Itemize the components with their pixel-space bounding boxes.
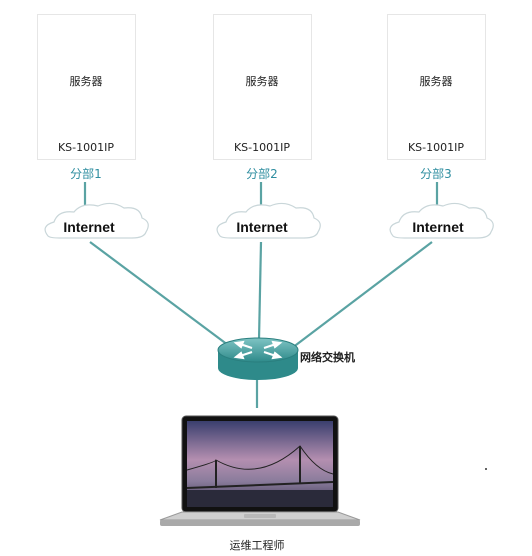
branch-label: 分部3 — [420, 167, 452, 181]
cloud-icon — [216, 202, 321, 239]
cloud-icon — [44, 202, 149, 239]
internet-label: Internet — [236, 219, 288, 235]
server-label: 服务器 — [419, 75, 453, 88]
network-switch-icon — [217, 337, 299, 380]
engineer-label: 运维工程师 — [229, 539, 285, 552]
server-label: 服务器 — [69, 75, 103, 88]
switch-label: 网络交换机 — [300, 351, 355, 364]
device-label: KS-1001IP — [407, 141, 465, 154]
server-label: 服务器 — [245, 75, 279, 88]
branch-box — [387, 14, 486, 160]
branch-box — [37, 14, 136, 160]
device-label: KS-1001IP — [57, 141, 115, 154]
link-internet3-switch — [291, 241, 433, 349]
branch-label: 分部1 — [70, 167, 102, 181]
laptop-icon — [159, 415, 361, 526]
internet-label: Internet — [63, 219, 115, 235]
internet-label: Internet — [412, 219, 464, 235]
link-internet1-switch — [89, 241, 233, 349]
branch-box — [213, 14, 312, 160]
link-internet2-switch — [257, 241, 263, 341]
branch-label: 分部2 — [246, 167, 278, 181]
device-label: KS-1001IP — [233, 141, 291, 154]
cloud-icon — [389, 202, 494, 239]
